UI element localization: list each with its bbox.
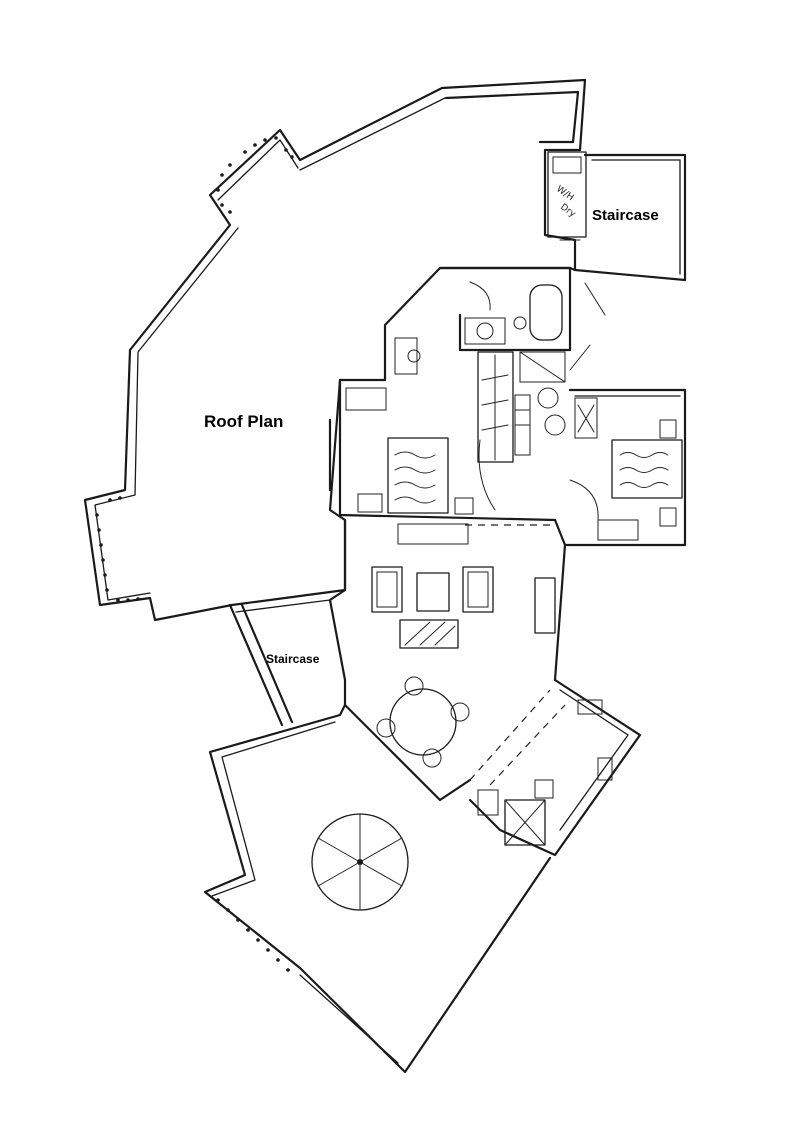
bathroom — [438, 266, 591, 383]
parapet-dots — [95, 136, 294, 602]
closet-note-line1: W/H — [554, 184, 575, 203]
closet-note: W/H Dry — [554, 184, 577, 220]
terrace-outline — [203, 703, 552, 1074]
staircase-label-middle: Staircase — [266, 652, 320, 666]
bedroom-left — [328, 337, 557, 522]
roof-plan-label: Roof Plan — [204, 412, 284, 431]
living-room — [328, 518, 567, 707]
umbrella-icon — [311, 813, 409, 911]
dining-area — [343, 676, 472, 802]
bedroom-right — [537, 387, 687, 547]
wardrobe — [477, 351, 531, 463]
kitchen — [468, 678, 642, 857]
closet-note-line2: Dry — [558, 202, 577, 220]
staircase-label-top: Staircase — [592, 207, 659, 224]
upper-staircase — [547, 151, 687, 316]
terrace-dots — [216, 898, 290, 972]
middle-staircase — [228, 599, 331, 727]
